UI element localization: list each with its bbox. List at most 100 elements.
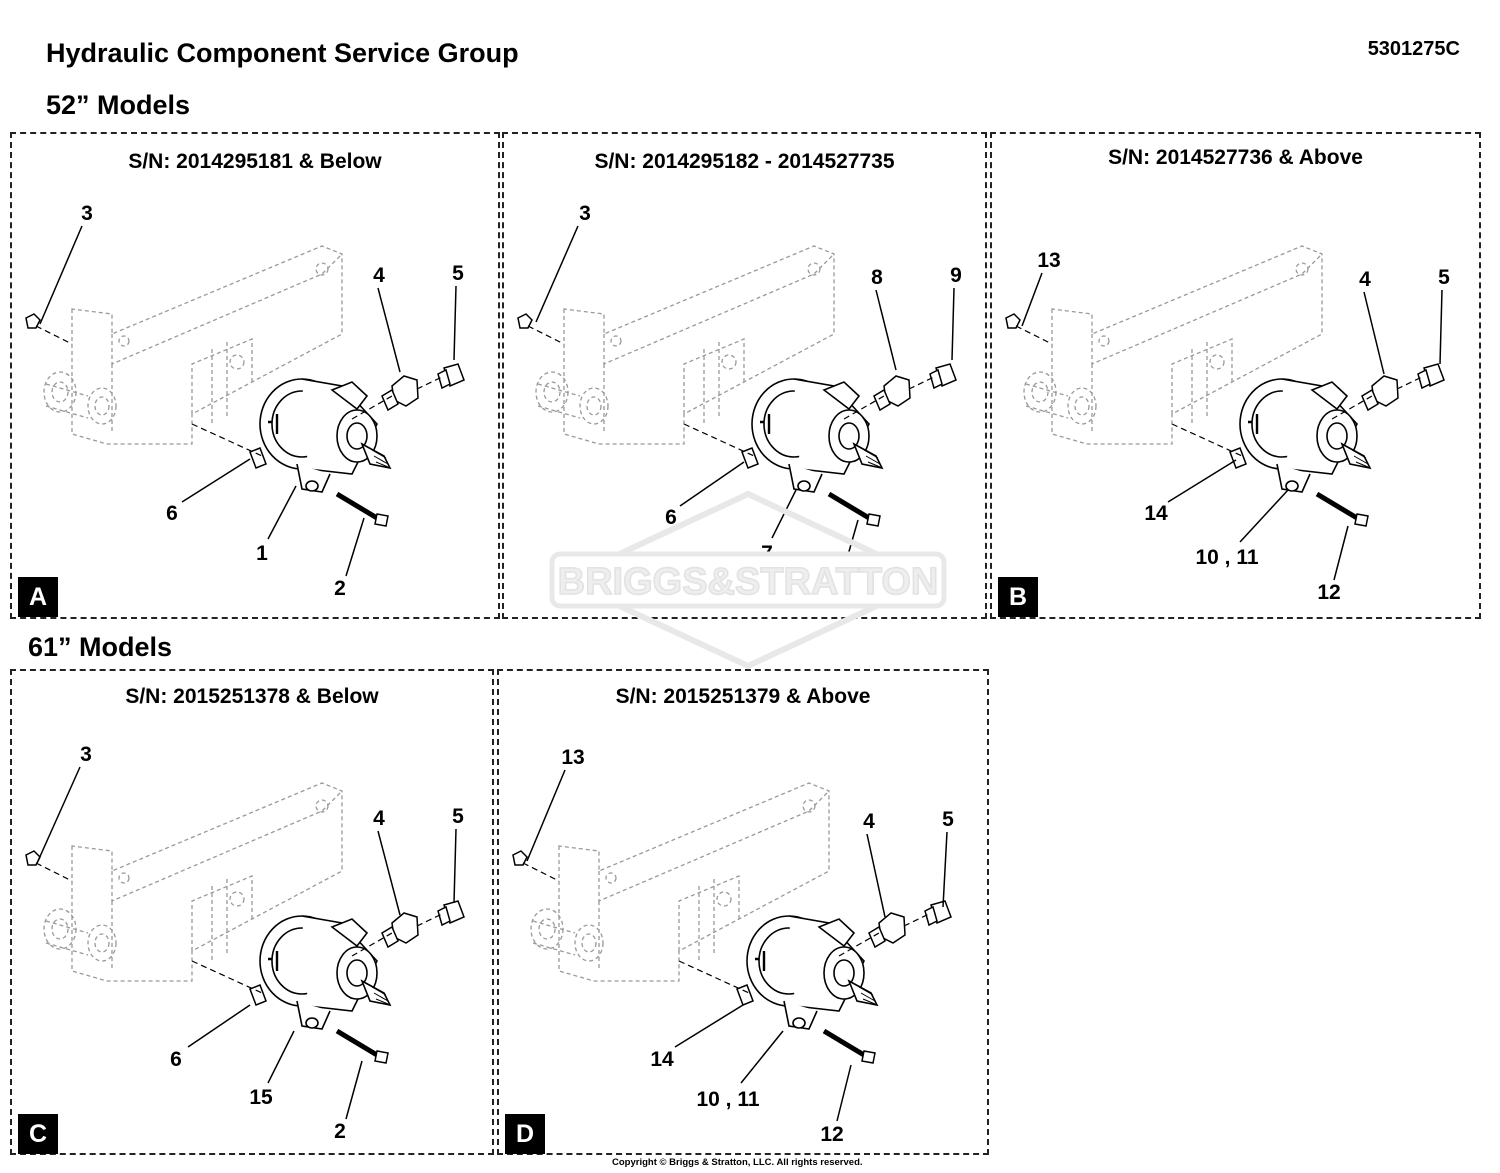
part-callout: 6 [170,1048,182,1071]
hydraulic-fittings [512,850,952,1064]
serial-range: S/N: 2015251378 & Below [125,685,379,708]
assembly-guide-lines [522,862,930,994]
part-callout: 12 [1317,581,1341,604]
part-callout: 10 , 11 [1195,546,1259,569]
hydraulic-pump-motor [751,378,884,493]
part-callout: 1 [256,542,268,565]
page-title: Hydraulic Component Service Group [46,38,519,68]
panel-letter-badge: A [18,577,58,617]
diagram-panel-2: S/N: 2014295182 - 2014527735 389672 [502,132,987,619]
hydraulic-pump-motor [1239,378,1372,493]
part-callout: 8 [871,266,883,289]
hydraulic-fittings [25,313,465,527]
serial-range: S/N: 2014295182 - 2014527735 [594,150,895,173]
part-callout: 3 [579,202,591,225]
serial-range: S/N: 2014295181 & Below [128,150,382,173]
leader-line [181,458,251,503]
leader-line [453,828,457,904]
document-number: 5301275C [1367,38,1460,60]
leader-line [37,766,81,862]
mounting-assembly-drawing [1005,245,1445,527]
exploded-view-illustration [512,769,952,1122]
leader-line [836,1064,852,1122]
hydraulic-fittings [1005,313,1445,527]
leader-line [866,833,886,918]
leader-line [1333,525,1349,581]
part-callout: 9 [950,264,962,287]
leader-line [1021,272,1043,327]
leader-line [1363,291,1385,375]
part-callout: 10 , 11 [696,1088,760,1111]
part-callout: 14 [1144,502,1168,525]
part-callout: 3 [80,743,92,766]
mounting-bracket-outline [535,245,835,445]
part-callout: 3 [81,202,93,225]
leader-line [1439,289,1443,365]
part-callout: 4 [373,264,385,287]
panel-letter-badge: B [998,577,1038,617]
part-callout: 4 [863,810,875,833]
mounting-assembly-drawing [512,782,952,1064]
leader-line [377,287,401,373]
part-callout: 2 [334,577,346,600]
hydraulic-pump-motor [259,915,392,1030]
assembly-guide-lines [527,325,935,457]
panel-letter-badge: D [505,1114,545,1154]
leader-line [526,769,566,862]
part-callout: 5 [452,262,464,285]
hydraulic-pump-motor [259,378,392,493]
leader-line [267,1030,295,1084]
part-callout: 2 [334,1120,346,1143]
serial-range: S/N: 2014527736 & Above [1108,146,1363,169]
leader-line [674,1004,744,1048]
mounting-assembly-drawing [25,245,465,527]
section-61-models: 61” Models [28,632,173,662]
mounting-bracket-outline [43,245,343,445]
mounting-assembly-drawing [517,245,957,527]
leader-line [345,517,365,577]
exploded-view-illustration [25,766,465,1120]
leader-line [267,485,297,540]
briggs-stratton-watermark-logo: BRIGGS&STRATTON [549,490,947,670]
leader-line [39,225,83,325]
part-callout: 12 [820,1123,844,1146]
mounting-assembly-drawing [25,782,465,1064]
mounting-bracket-outline [1023,245,1323,445]
leader-line [377,830,401,916]
part-callout: 4 [373,807,385,830]
leader-line [942,831,948,908]
serial-range: S/N: 2015251379 & Above [615,685,871,708]
part-callout: 6 [166,502,178,525]
hydraulic-fittings [517,313,957,527]
panel-letter-badge: C [18,1114,58,1154]
hydraulic-fittings [25,850,465,1064]
exploded-view-illustration [25,225,465,577]
part-callout: 13 [561,746,585,769]
leader-line [453,285,457,361]
leader-line [951,287,955,361]
part-callout: 5 [452,805,464,828]
part-callout: 13 [1037,249,1061,272]
copyright-notice: Copyright © Briggs & Stratton, LLC. All … [612,1157,863,1168]
mounting-bracket-outline [530,782,830,982]
assembly-guide-lines [1015,325,1423,457]
part-callout: 6 [665,506,677,529]
leader-line [1239,489,1289,543]
part-callout: 5 [942,808,954,831]
assembly-guide-lines [35,862,443,994]
leader-line [187,1004,251,1048]
leader-line [345,1060,363,1120]
leader-line [875,289,897,371]
section-52-models: 52” Models [46,90,191,120]
exploded-view-illustration [1005,245,1445,581]
part-callout: 4 [1359,268,1371,291]
leader-line [740,1030,784,1084]
assembly-guide-lines [35,325,443,457]
hydraulic-pump-motor [746,915,879,1030]
part-callout: 15 [249,1086,273,1109]
diagram-panel-a: S/N: 2014295181 & Below 3 4 5 6 1 2 A [10,132,500,619]
leader-line [1167,459,1237,503]
leader-line [535,225,579,323]
